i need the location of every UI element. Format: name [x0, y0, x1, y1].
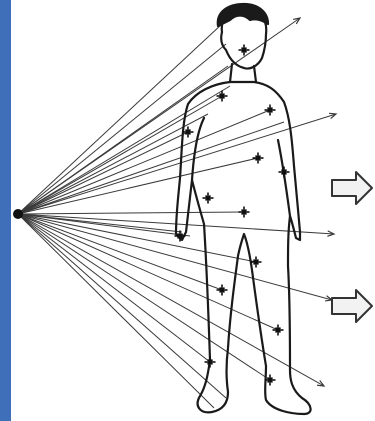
interaction-burst-icon [239, 207, 250, 218]
exiting-ray [18, 18, 300, 214]
incident-ray [18, 214, 214, 408]
figure-body [176, 82, 311, 414]
incident-ray [18, 96, 222, 214]
interaction-burst-icon [273, 325, 284, 336]
incident-ray [18, 114, 208, 214]
interaction-burst-icon [203, 193, 214, 204]
incident-ray [18, 214, 278, 330]
interaction-burst-icon [253, 153, 264, 164]
interaction-burst-icon [205, 357, 216, 368]
interaction-burst-icon [265, 105, 276, 116]
figure-hair [218, 4, 268, 26]
incident-ray [18, 214, 226, 398]
interaction-burst-icon [279, 167, 290, 178]
incident-ray [18, 86, 230, 214]
interaction-burst-icon [217, 91, 228, 102]
incident-ray [18, 158, 258, 214]
point-source-dot-icon [13, 209, 23, 219]
interaction-burst-icon [217, 285, 228, 296]
incident-ray [18, 212, 244, 214]
hollow-right-arrow-icon [332, 172, 372, 204]
incident-ray [18, 122, 284, 214]
exiting-ray [18, 214, 324, 386]
hollow-right-arrow-icon [332, 290, 372, 322]
exiting-ray [18, 214, 332, 300]
